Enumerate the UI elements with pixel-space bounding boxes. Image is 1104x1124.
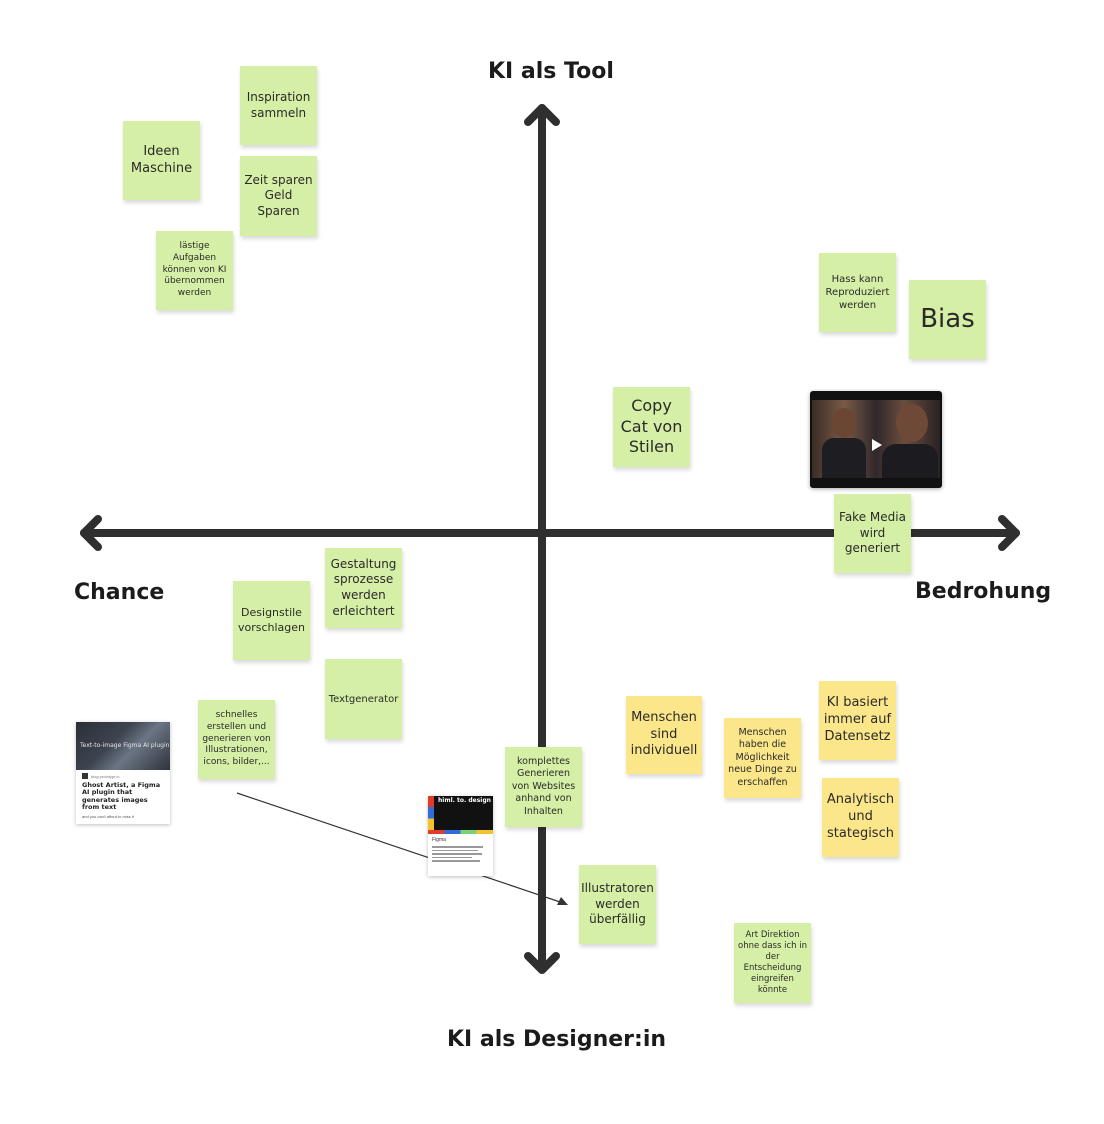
axis-label-right: Bedrohung <box>915 579 1052 604</box>
note-text: schnelles erstellen und generieren von I… <box>202 710 271 768</box>
card-text-lines <box>428 846 493 862</box>
note-text: Analytisch und stategisch <box>826 792 895 841</box>
note-text: Copy Cat von Stilen <box>620 395 683 457</box>
sticky-note[interactable]: lästige Aufgaben können von KI übernomme… <box>156 231 233 310</box>
card-title: Ghost Artist, a Figma AI plugin that gen… <box>82 781 161 812</box>
color-bar <box>428 796 434 830</box>
color-stripe <box>428 830 493 834</box>
sticky-note[interactable]: Bias <box>909 280 986 359</box>
note-text: Bias <box>920 303 975 334</box>
axis-label-bottom: KI als Designer:in <box>447 1027 667 1052</box>
note-text: Menschen sind individuell <box>630 709 698 759</box>
site-logo-icon <box>82 773 88 779</box>
sticky-note[interactable]: Inspiration sammeln <box>240 66 317 145</box>
note-text: Hass kann Reproduziert werden <box>825 274 890 311</box>
sticky-note[interactable]: Designstile vorschlagen <box>233 581 310 660</box>
card-source-text: blog.prototypr.io <box>91 773 120 779</box>
sticky-note[interactable]: Ideen Maschine <box>123 121 200 200</box>
thumbnail-text: Text-to-image Figma AI plugin <box>80 742 170 749</box>
note-text: Art Direktion ohne dass ich in der Entsc… <box>738 929 807 996</box>
sticky-note[interactable]: schnelles erstellen und generieren von I… <box>198 700 275 779</box>
note-text: Designstile vorschlagen <box>237 606 306 634</box>
arrow-up <box>524 104 560 126</box>
note-text: Menschen haben die Möglichkeit neue Ding… <box>728 727 797 788</box>
arrow-left <box>80 515 102 551</box>
sticky-note[interactable]: Copy Cat von Stilen <box>613 387 690 467</box>
note-text: lästige Aufgaben können von KI übernomme… <box>162 241 227 299</box>
sticky-note[interactable]: Analytisch und stategisch <box>822 778 899 857</box>
note-text: Illustratoren werden überfällig <box>581 881 654 927</box>
sticky-note[interactable]: Gestaltung sprozesse werden erleichtert <box>325 548 402 628</box>
video-embed[interactable] <box>810 391 942 488</box>
sticky-note[interactable]: Menschen sind individuell <box>626 696 702 774</box>
note-text: komplettes Generieren von Websites anhan… <box>511 756 576 817</box>
sticky-note[interactable]: Hass kann Reproduziert werden <box>819 253 896 332</box>
sticky-note[interactable]: Illustratoren werden überfällig <box>579 865 656 944</box>
card-source: blog.prototypr.io <box>76 770 170 779</box>
axis-label-top: KI als Tool <box>488 59 614 84</box>
note-text: Inspiration sammeln <box>246 89 311 120</box>
connector-arrowhead <box>557 897 568 905</box>
sticky-note[interactable]: Fake Media wird generiert <box>834 494 911 573</box>
link-card-html-to-design[interactable]: himl. to. design Figma <box>428 796 493 876</box>
note-text: Zeit sparen Geld Sparen <box>244 172 313 218</box>
arrow-right <box>998 515 1020 551</box>
thumbnail-text: himl. to. design <box>438 797 491 804</box>
play-icon[interactable] <box>872 439 882 451</box>
note-text: Textgenerator <box>328 693 399 705</box>
connector-line <box>236 792 564 904</box>
sticky-note[interactable]: Zeit sparen Geld Sparen <box>240 156 317 236</box>
sticky-note[interactable]: Art Direktion ohne dass ich in der Entsc… <box>734 923 811 1003</box>
link-card-ghost-artist[interactable]: Text-to-image Figma AI plugin blog.proto… <box>76 722 170 824</box>
card-thumbnail: Text-to-image Figma AI plugin <box>76 722 170 770</box>
note-text: Fake Media wird generiert <box>839 510 906 556</box>
sticky-note[interactable]: komplettes Generieren von Websites anhan… <box>505 747 582 827</box>
sticky-note[interactable]: Menschen haben die Möglichkeit neue Ding… <box>724 718 801 798</box>
axis-label-left: Chance <box>74 580 165 605</box>
arrow-down <box>524 952 560 974</box>
card-label: Figma <box>432 837 446 843</box>
sticky-note[interactable]: KI basiert immer auf Datensetz <box>819 681 896 760</box>
card-description: and you can't afford to miss it <box>82 813 134 819</box>
video-frame <box>812 400 940 478</box>
note-text: Gestaltung sprozesse werden erleichtert <box>330 556 397 618</box>
note-text: Ideen Maschine <box>130 143 193 176</box>
card-thumbnail: himl. to. design <box>428 796 493 830</box>
note-text: KI basiert immer auf Datensetz <box>823 695 892 744</box>
sticky-note[interactable]: Textgenerator <box>325 659 402 739</box>
